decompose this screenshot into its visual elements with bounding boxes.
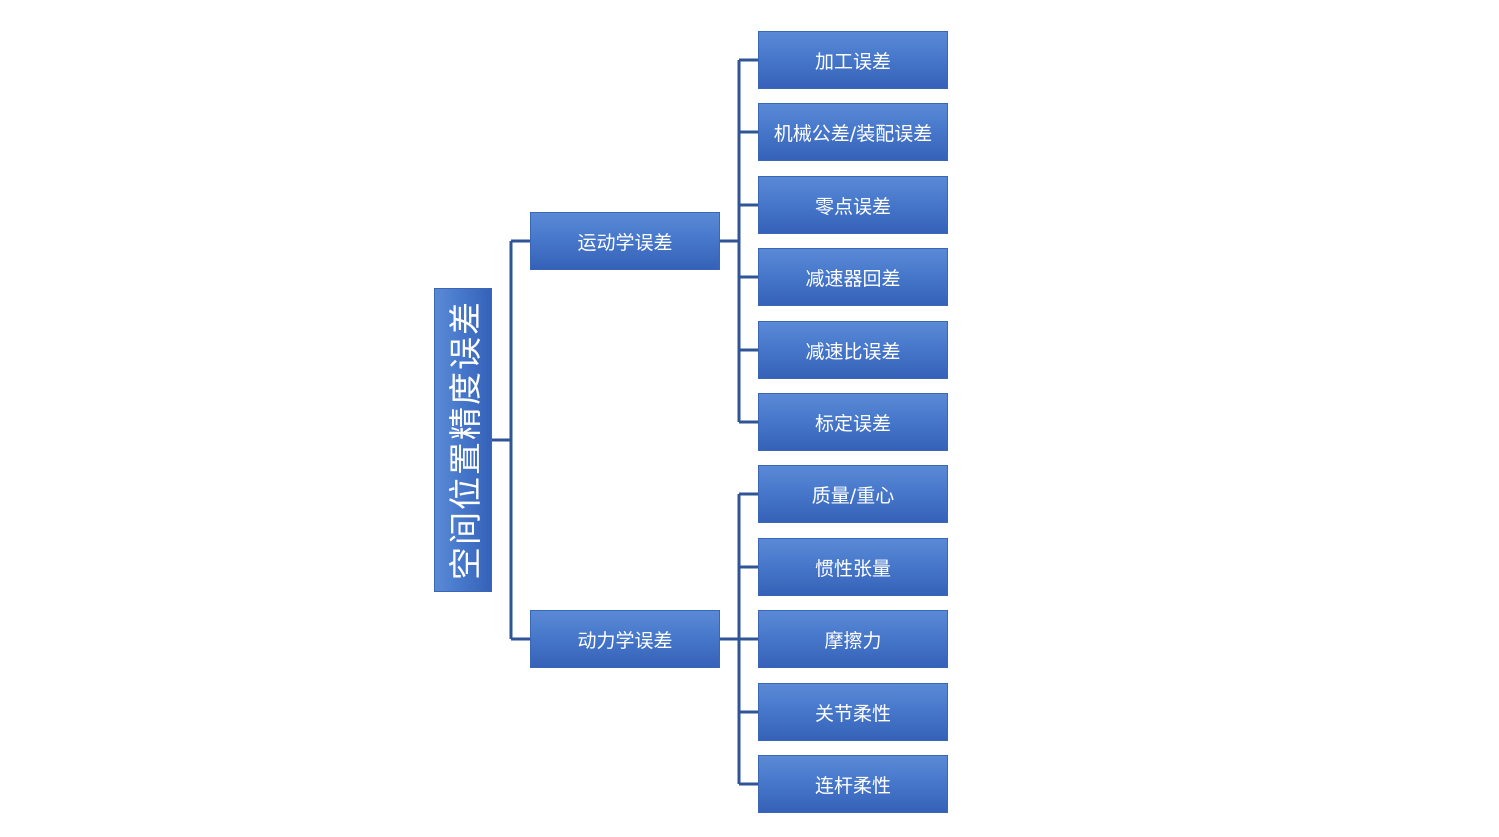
leaf-calibration-error: 标定误差 xyxy=(758,393,948,451)
leaf-mass-center-of-gravity: 质量/重心 xyxy=(758,465,948,523)
leaf-reduction-ratio-error: 减速比误差 xyxy=(758,321,948,379)
root-node: 空间位置精度误差 xyxy=(434,288,492,592)
leaf-friction: 摩擦力 xyxy=(758,610,948,668)
leaf-zero-point-error: 零点误差 xyxy=(758,176,948,234)
leaf-link-flexibility: 连杆柔性 xyxy=(758,755,948,813)
leaf-joint-flexibility: 关节柔性 xyxy=(758,683,948,741)
leaf-machining-error: 加工误差 xyxy=(758,31,948,89)
root-label: 空间位置精度误差 xyxy=(446,300,485,580)
leaf-inertia-tensor: 惯性张量 xyxy=(758,538,948,596)
leaf-tolerance-assembly-error: 机械公差/装配误差 xyxy=(758,103,948,161)
branch-dynamic-error: 动力学误差 xyxy=(530,610,720,668)
branch-kinematic-error: 运动学误差 xyxy=(530,212,720,270)
leaf-reducer-backlash: 减速器回差 xyxy=(758,248,948,306)
